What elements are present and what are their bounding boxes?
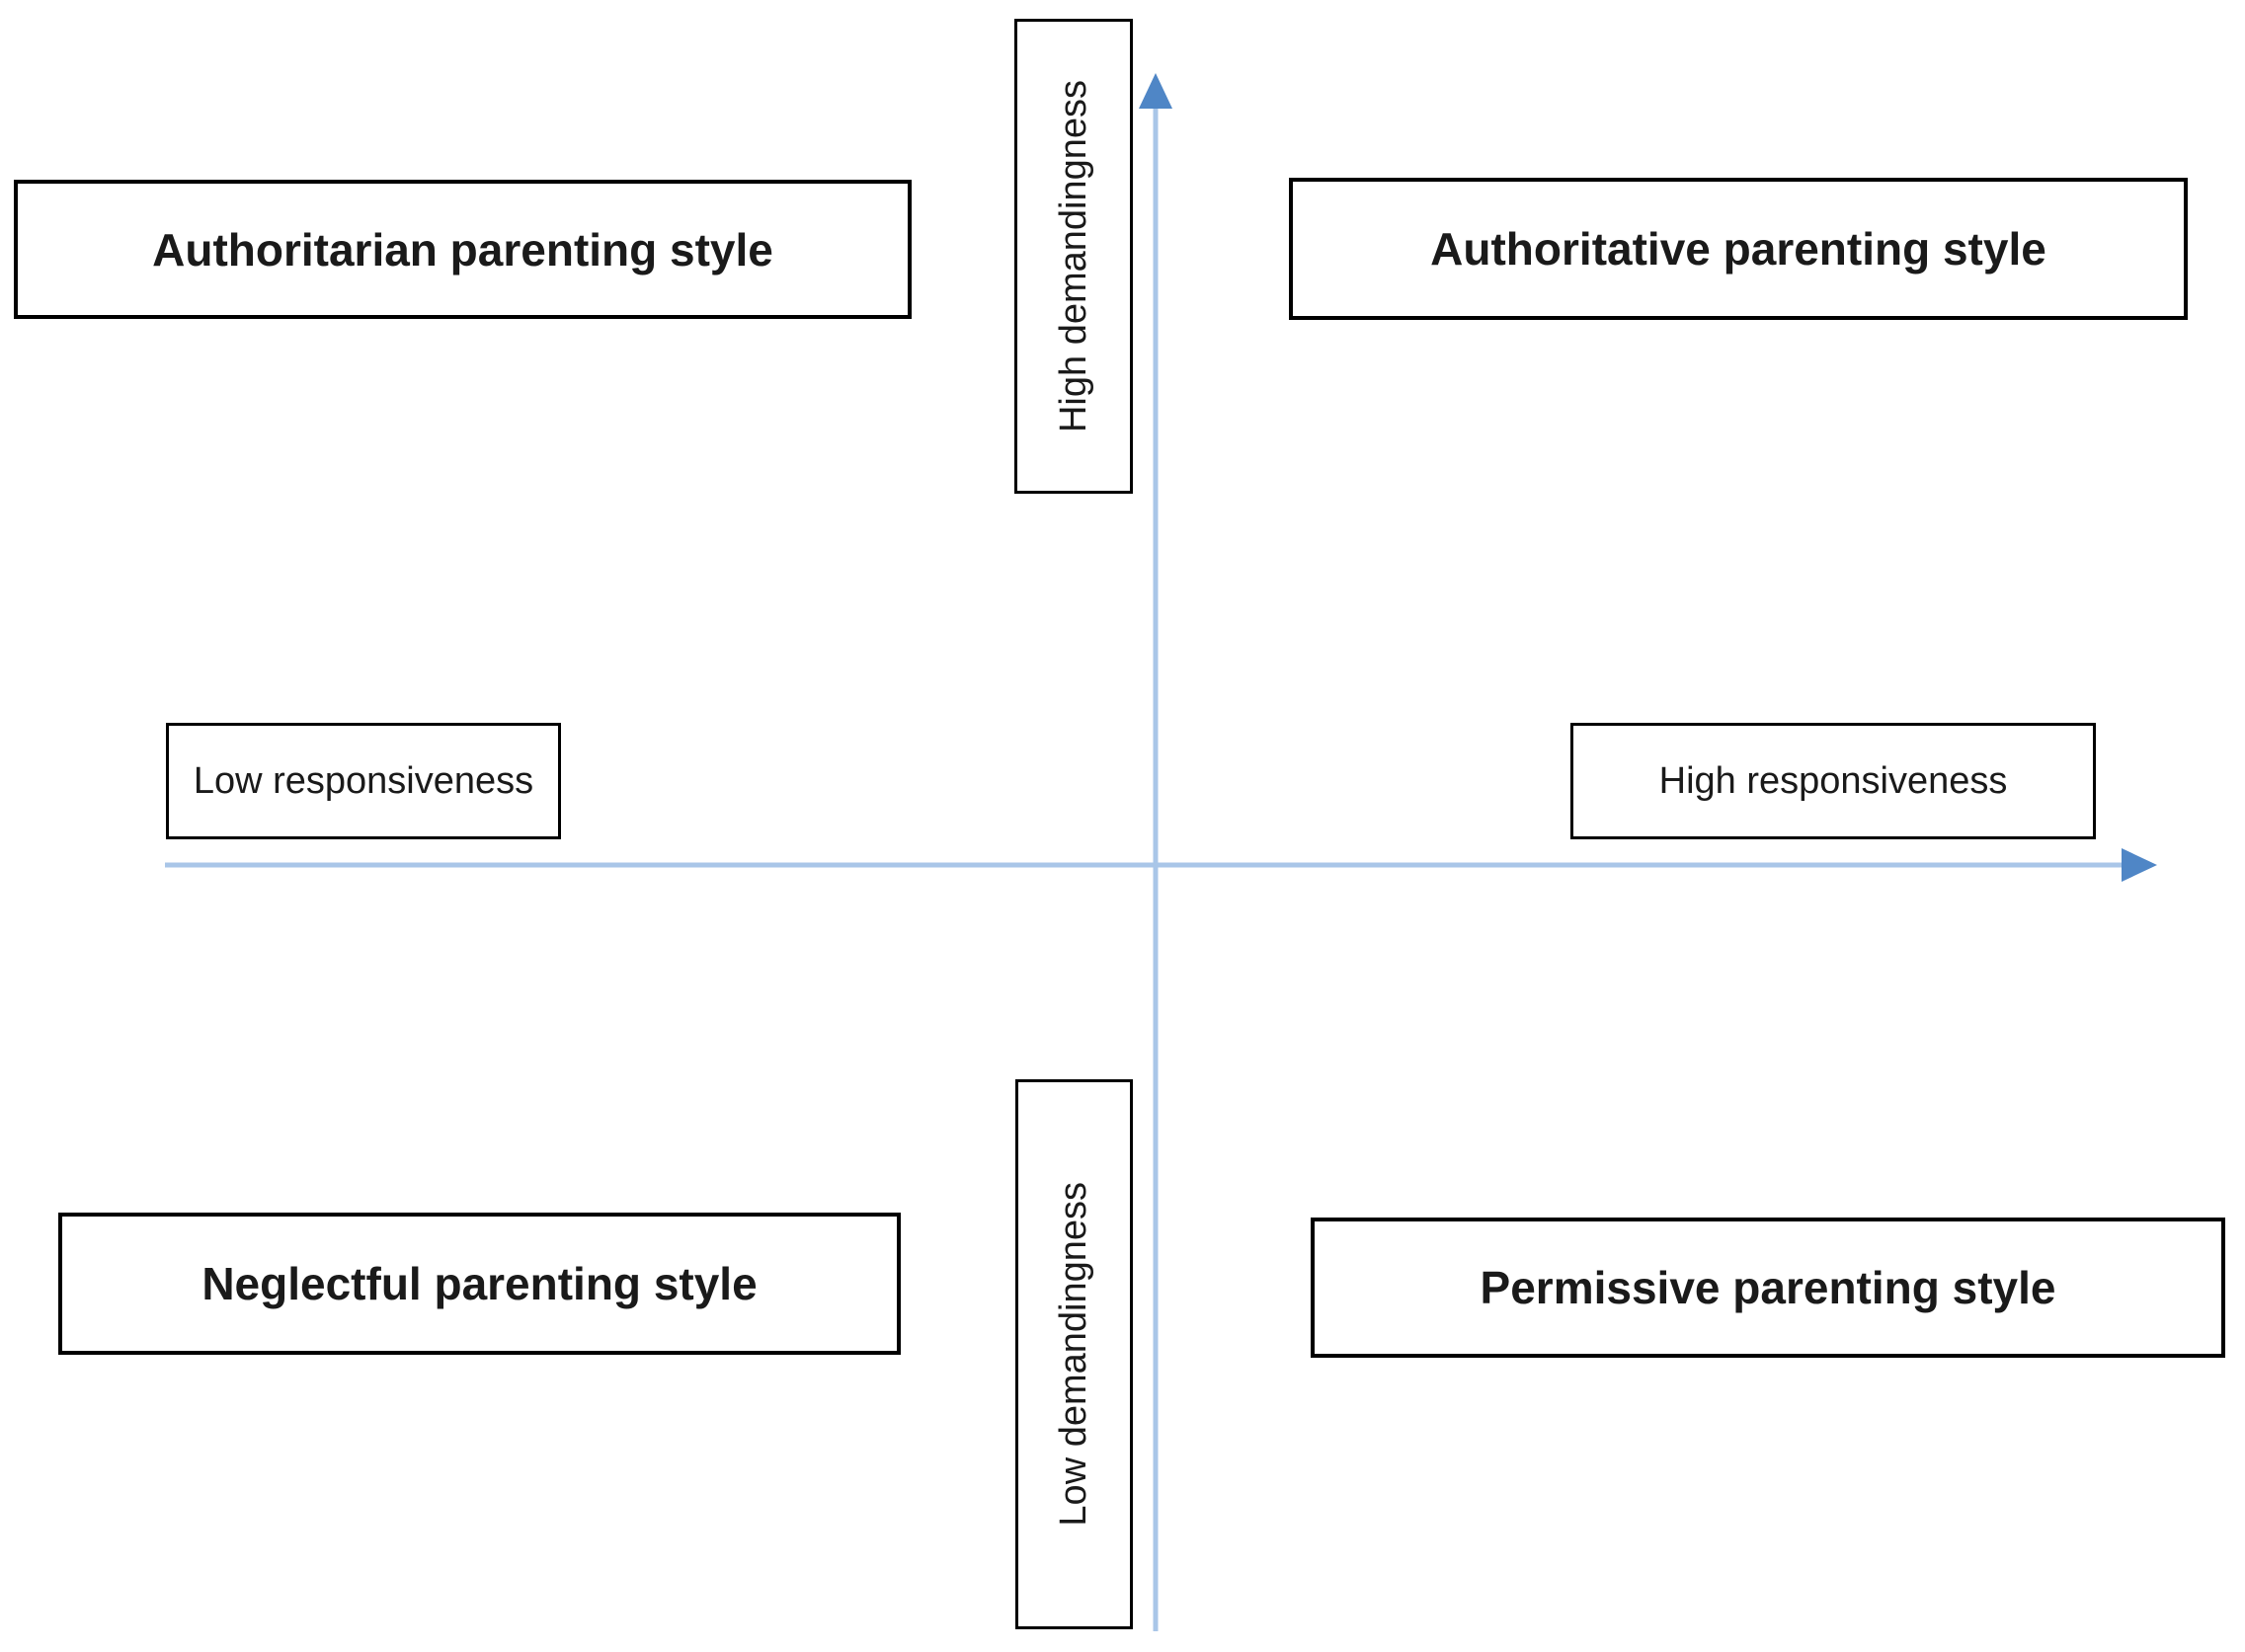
right-arrowhead-icon (2122, 848, 2157, 882)
axis-label-low-responsiveness: Low responsiveness (166, 723, 561, 839)
axis-label-high-responsiveness: High responsiveness (1570, 723, 2096, 839)
axis-label-low-demandingness: Low demandingness (1015, 1079, 1133, 1629)
axis-label-text: Low responsiveness (193, 759, 534, 802)
axis-label-text: Low demandingness (1053, 1182, 1094, 1527)
quadrant-label-text: Neglectful parenting style (201, 1258, 758, 1309)
axis-label-text: High responsiveness (1658, 759, 2008, 802)
axis-label-text: High demandingness (1052, 79, 1094, 433)
axis-label-high-demandingness: High demandingness (1014, 19, 1133, 494)
quadrant-label-authoritarian: Authoritarian parenting style (14, 180, 912, 319)
quadrant-label-authoritative: Authoritative parenting style (1289, 178, 2188, 320)
quadrant-label-text: Authoritative parenting style (1430, 223, 2046, 275)
quadrant-label-text: Authoritarian parenting style (152, 223, 773, 275)
quadrant-label-neglectful: Neglectful parenting style (58, 1213, 901, 1355)
up-arrowhead-icon (1139, 73, 1172, 109)
quadrant-label-text: Permissive parenting style (1480, 1262, 2056, 1313)
quadrant-label-permissive: Permissive parenting style (1311, 1218, 2225, 1358)
